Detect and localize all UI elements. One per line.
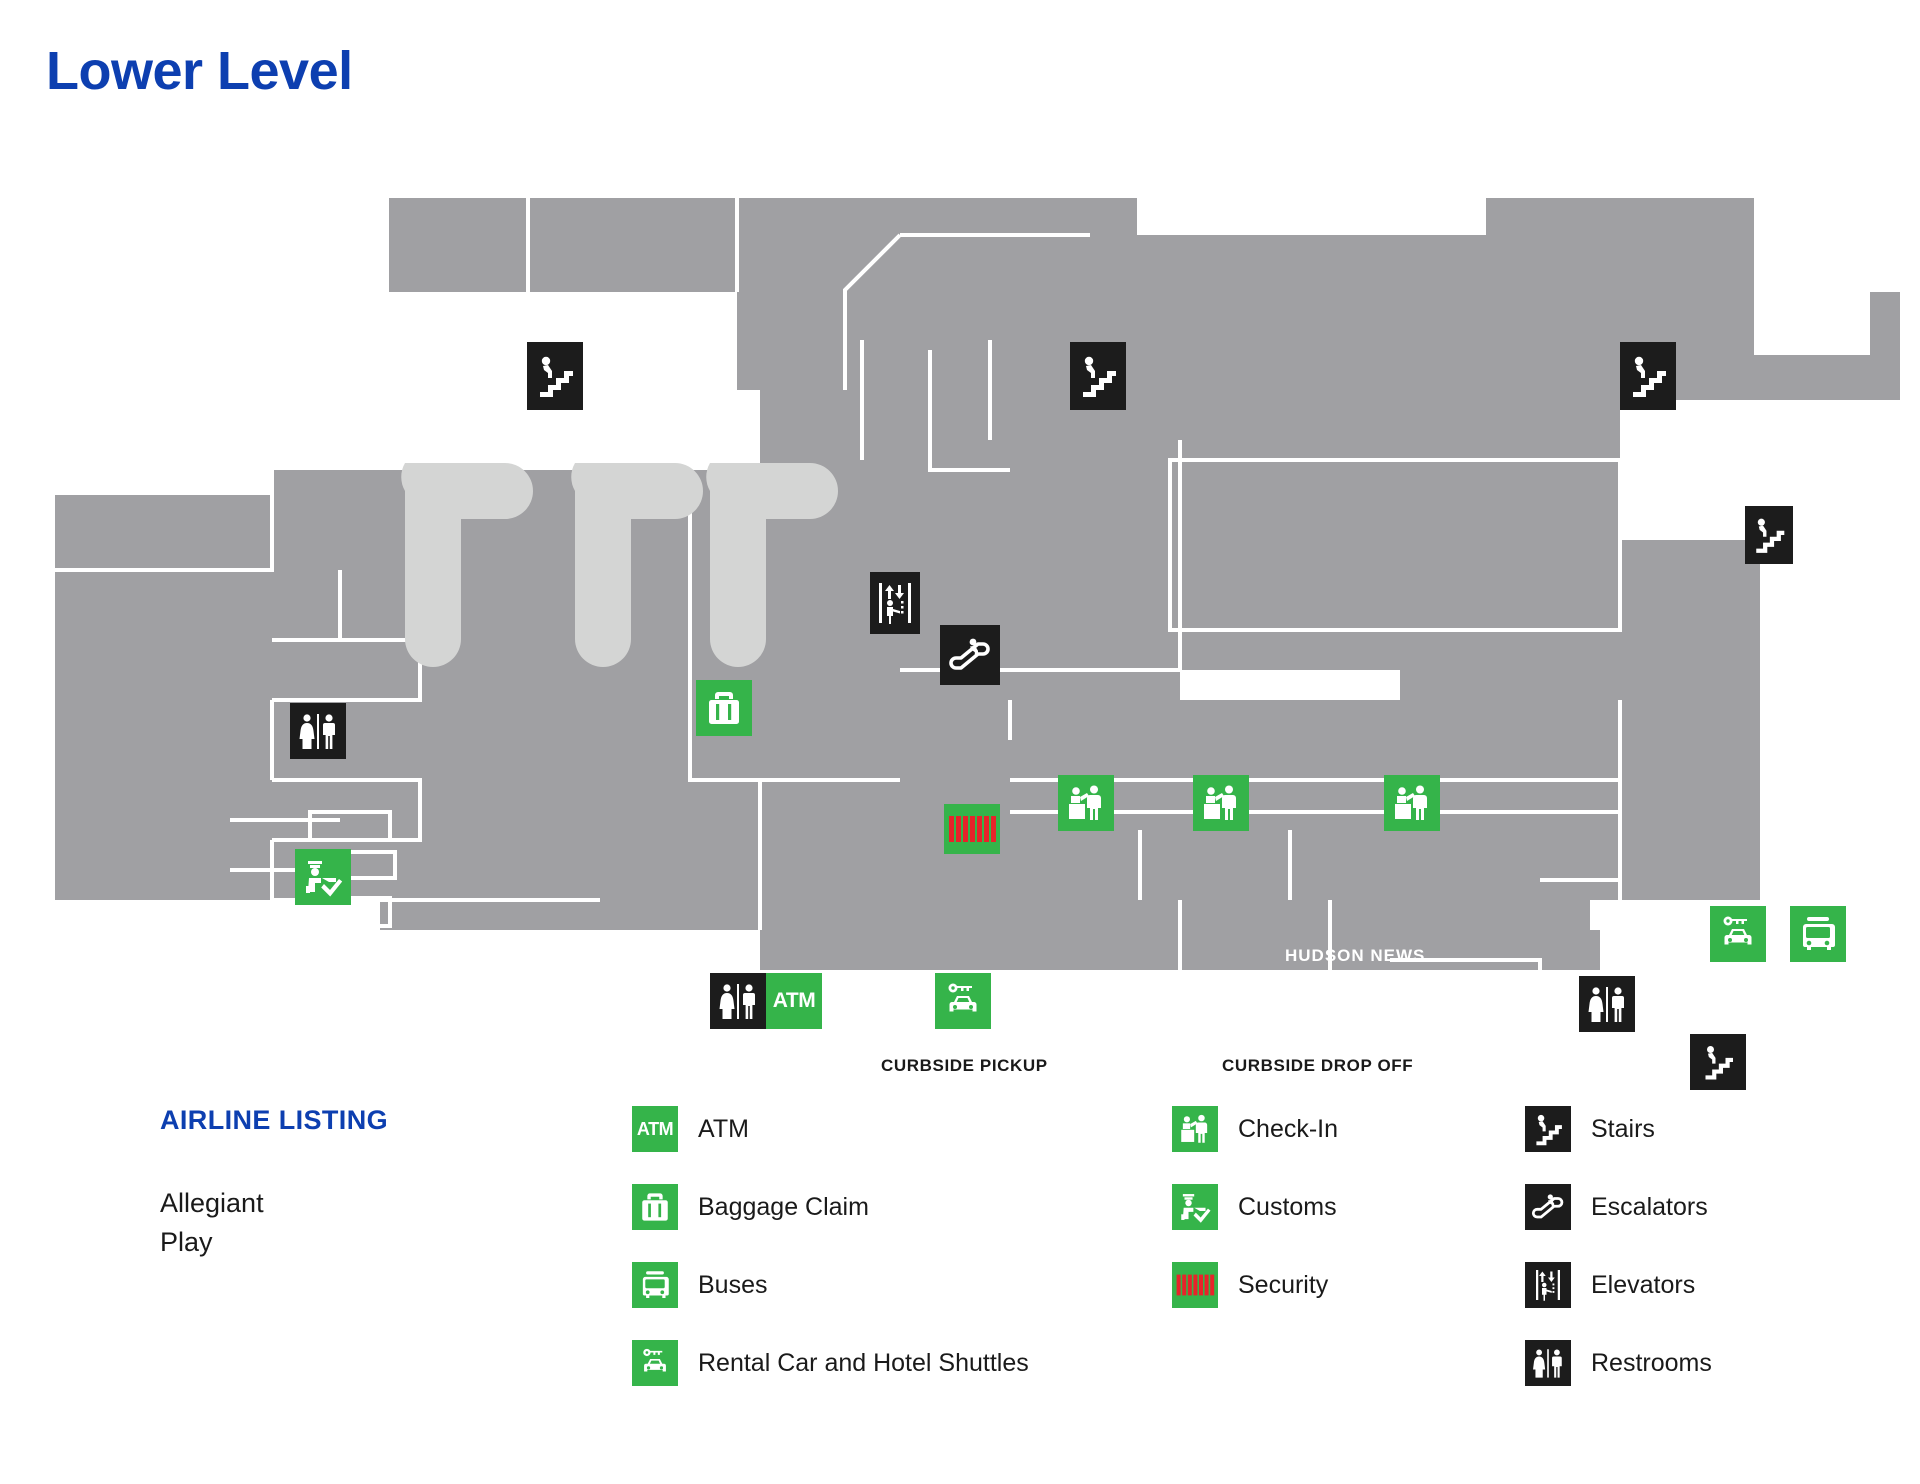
map-label-curbside-drop-off: CURBSIDE DROP OFF [1222,1056,1414,1075]
escalator-icon[interactable] [940,625,1000,685]
legend-item-baggage-claim[interactable]: Baggage Claim [632,1168,1012,1246]
legend-label: Customs [1238,1192,1337,1221]
legend-item-check-in[interactable]: Check-In [1172,1090,1472,1168]
stairs-icon[interactable] [1745,506,1793,564]
customs-icon[interactable] [295,849,351,905]
buses-icon [632,1262,678,1308]
stairs-icon[interactable] [1690,1034,1746,1090]
legend-label: Restrooms [1591,1348,1712,1377]
terminal-floorplan-svg [55,198,1900,970]
legend-item-rental-car[interactable]: Rental Car and Hotel Shuttles [632,1324,1029,1402]
escalator-icon [1525,1184,1571,1230]
legend-item-escalators[interactable]: Escalators [1525,1168,1855,1246]
atm-icon-label: ATM [636,1118,674,1139]
legend-column-2: Check-In Customs [1172,1090,1472,1324]
rental-car-icon [632,1340,678,1386]
page-title: Lower Level [46,41,353,102]
airline-listing-heading: AIRLINE LISTING [160,1105,388,1135]
security-icon[interactable] [944,804,1000,854]
buses-icon[interactable] [1790,906,1846,962]
terminal-map: CURBSIDE PICKUP CURBSIDE DROP OFF HUDSON… [0,140,1920,1090]
airline-listing-column: AIRLINE LISTING Allegiant Play [160,1090,490,1262]
atm-icon: ATM [632,1106,678,1152]
map-label-hudson-news: HUDSON NEWS [1285,946,1426,965]
restroom-icon[interactable] [710,973,766,1029]
legend-label: Buses [698,1270,768,1299]
legend-label: Rental Car and Hotel Shuttles [698,1348,1029,1377]
legend-label: Escalators [1591,1192,1708,1221]
security-icon [1172,1262,1218,1308]
restroom-atm-pair: ATM [710,973,822,1029]
legend-label: Baggage Claim [698,1192,869,1221]
elevator-icon [1525,1262,1571,1308]
restroom-icon [1525,1340,1571,1386]
atm-icon-label: ATM [772,989,816,1012]
map-label-curbside-pickup: CURBSIDE PICKUP [881,1056,1048,1075]
rental-car-icon[interactable] [935,973,991,1029]
airline-item: Allegiant [160,1188,264,1218]
check-in-icon [1172,1106,1218,1152]
legend-label: Check-In [1238,1114,1339,1143]
airline-item: Play [160,1227,213,1258]
legend-label: Stairs [1591,1114,1655,1143]
legend-item-customs[interactable]: Customs [1172,1168,1472,1246]
airline-list: Allegiant Play [160,1184,490,1262]
restroom-icon[interactable] [1579,976,1635,1032]
legend-item-elevators[interactable]: Elevators [1525,1246,1855,1324]
baggage-carousels [401,463,838,667]
stairs-icon[interactable] [527,342,583,410]
floor-slabs [55,198,1900,970]
baggage-claim-icon[interactable] [696,680,752,736]
check-in-icon[interactable] [1193,775,1249,831]
legend-item-security[interactable]: Security [1172,1246,1472,1324]
stairs-icon[interactable] [1070,342,1126,410]
legend-column-3: Stairs Escalators [1525,1090,1855,1402]
legend-item-buses[interactable]: Buses [632,1246,1012,1324]
interior-walls [55,198,1622,970]
map-legend: AIRLINE LISTING Allegiant Play ATM ATM [0,1090,1920,1390]
baggage-claim-icon [632,1184,678,1230]
legend-item-stairs[interactable]: Stairs [1525,1090,1855,1168]
check-in-icon[interactable] [1384,775,1440,831]
check-in-icon[interactable] [1058,775,1114,831]
legend-label: Security [1238,1270,1329,1299]
stairs-icon[interactable] [1620,342,1676,410]
customs-icon [1172,1184,1218,1230]
legend-label: Elevators [1591,1270,1696,1299]
stairs-icon [1525,1106,1571,1152]
restroom-icon[interactable] [290,703,346,759]
elevator-icon[interactable] [870,572,920,634]
rental-car-icon[interactable] [1710,906,1766,962]
legend-label: ATM [698,1114,749,1143]
legend-item-atm[interactable]: ATM ATM [632,1090,1012,1168]
legend-item-restrooms[interactable]: Restrooms [1525,1324,1855,1402]
atm-icon[interactable]: ATM [766,973,822,1029]
legend-column-1: ATM ATM Baggage Claim [632,1090,1029,1402]
